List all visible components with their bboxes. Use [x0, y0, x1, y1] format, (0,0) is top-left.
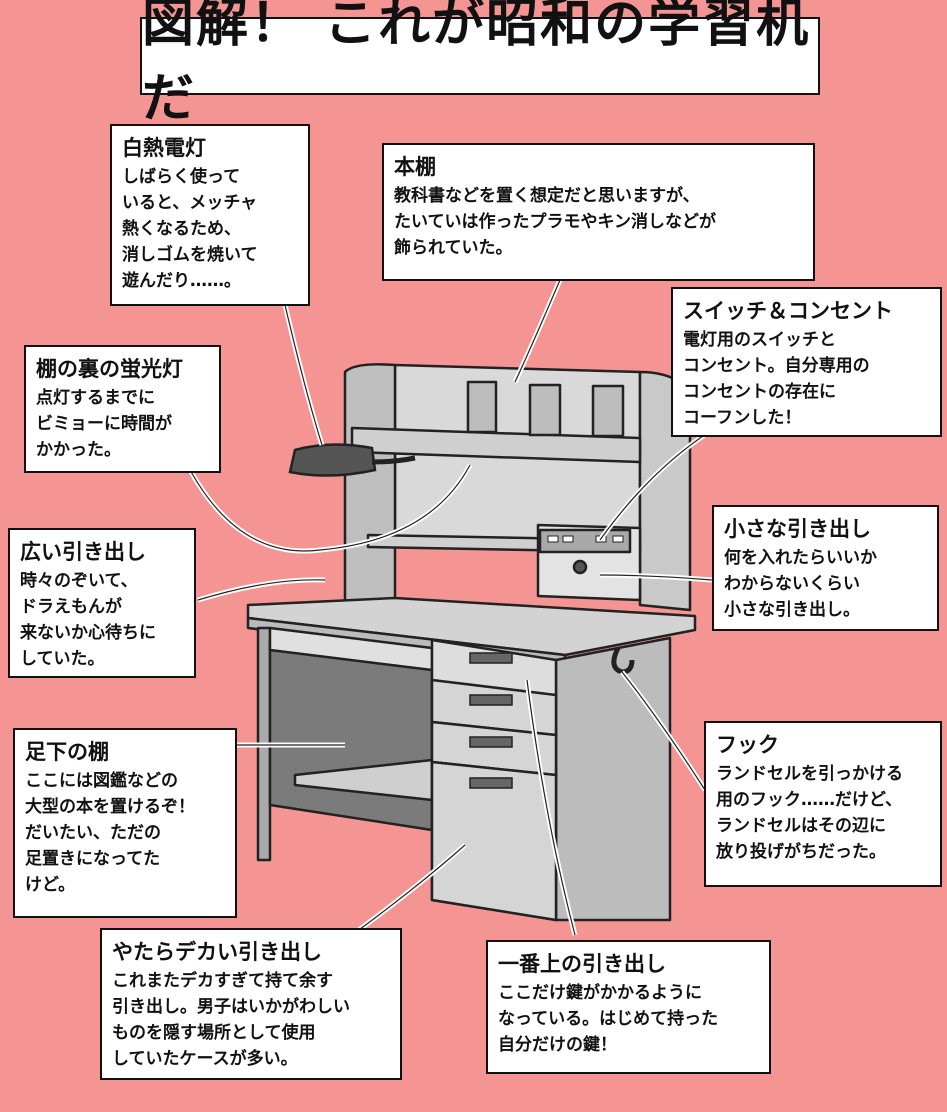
- leader-lines-outline: [189, 279, 713, 936]
- callout-heading: フック: [716, 733, 779, 757]
- callout-heading: 広い引き出し: [20, 540, 146, 564]
- callout-wide-drawer: 広い引き出し 時々のぞいて、 ドラえもんが 来ないか心待ちに していた。: [8, 528, 196, 678]
- callout-hook: フック ランドセルを引っかける 用のフック……だけど、 ランドセルはその辺に 放…: [704, 721, 942, 887]
- callout-incandescent-lamp: 白熱電灯 しばらく使って いると、メッチャ 熱くなるため、 消しゴムを焼いて 遊…: [110, 124, 310, 306]
- callout-text: 点灯するまでに ビミョーに時間が かかった。: [36, 388, 172, 460]
- callout-text: ここだけ鍵がかかるように なっている。はじめて持った 自分だけの鍵！: [498, 983, 719, 1055]
- callout-heading: やたらデカい引き出し: [112, 940, 322, 964]
- hutch: [343, 363, 692, 612]
- callout-fluorescent-light: 棚の裏の蛍光灯 点灯するまでに ビミョーに時間が かかった。: [24, 345, 221, 473]
- callout-text: 電灯用のスイッチと コンセント。自分専用の コンセントの存在に コーフンした！: [683, 330, 870, 428]
- callout-text: ランドセルを引っかける 用のフック……だけど、 ランドセルはその辺に 放り投げが…: [716, 764, 903, 862]
- page-title: 図解！ これが昭和の学習机だ: [140, 0, 820, 129]
- callout-heading: 足下の棚: [25, 740, 109, 764]
- callout-heading: 棚の裏の蛍光灯: [36, 357, 183, 381]
- callout-heading: 白熱電灯: [122, 136, 206, 160]
- callout-heading: 一番上の引き出し: [498, 952, 666, 976]
- drawer-handles: [469, 652, 513, 789]
- callout-heading: 本棚: [394, 155, 436, 179]
- callout-small-drawer: 小さな引き出し 何を入れたらいいか わからないくらい 小さな引き出し。: [712, 505, 939, 631]
- desk-body: [246, 596, 697, 922]
- callout-text: これまたデカすぎて持て余す 引き出し。男子はいかがわしい ものを隠す場所として使…: [112, 971, 350, 1069]
- callout-bookshelf: 本棚 教科書などを置く想定だと思いますが、 たいていは作ったプラモやキン消しなど…: [382, 143, 815, 281]
- callout-text: 何を入れたらいいか わからないくらい 小さな引き出し。: [724, 548, 877, 620]
- callout-heading: スイッチ＆コンセント: [683, 299, 893, 323]
- callout-top-drawer: 一番上の引き出し ここだけ鍵がかかるように なっている。はじめて持った 自分だけ…: [486, 940, 771, 1074]
- callout-text: 時々のぞいて、 ドラえもんが 来ないか心待ちに していた。: [20, 571, 156, 669]
- callout-heading: 小さな引き出し: [724, 517, 871, 541]
- callout-foot-shelf: 足下の棚 ここには図鑑などの 大型の本を置けるぞ！ だいたい、ただの 足置きにな…: [13, 728, 237, 918]
- callout-switch-outlet: スイッチ＆コンセント 電灯用のスイッチと コンセント。自分専用の コンセントの存…: [671, 287, 942, 437]
- callout-text: 教科書などを置く想定だと思いますが、 たいていは作ったプラモやキン消しなどが 飾…: [394, 186, 716, 258]
- callout-big-drawer: やたらデカい引き出し これまたデカすぎて持て余す 引き出し。男子はいかがわしい …: [100, 928, 402, 1080]
- callout-text: しばらく使って いると、メッチャ 熱くなるため、 消しゴムを焼いて 遊んだり………: [122, 167, 258, 291]
- callout-text: ここには図鑑などの 大型の本を置けるぞ！ だいたい、ただの 足置きになってた け…: [25, 771, 195, 895]
